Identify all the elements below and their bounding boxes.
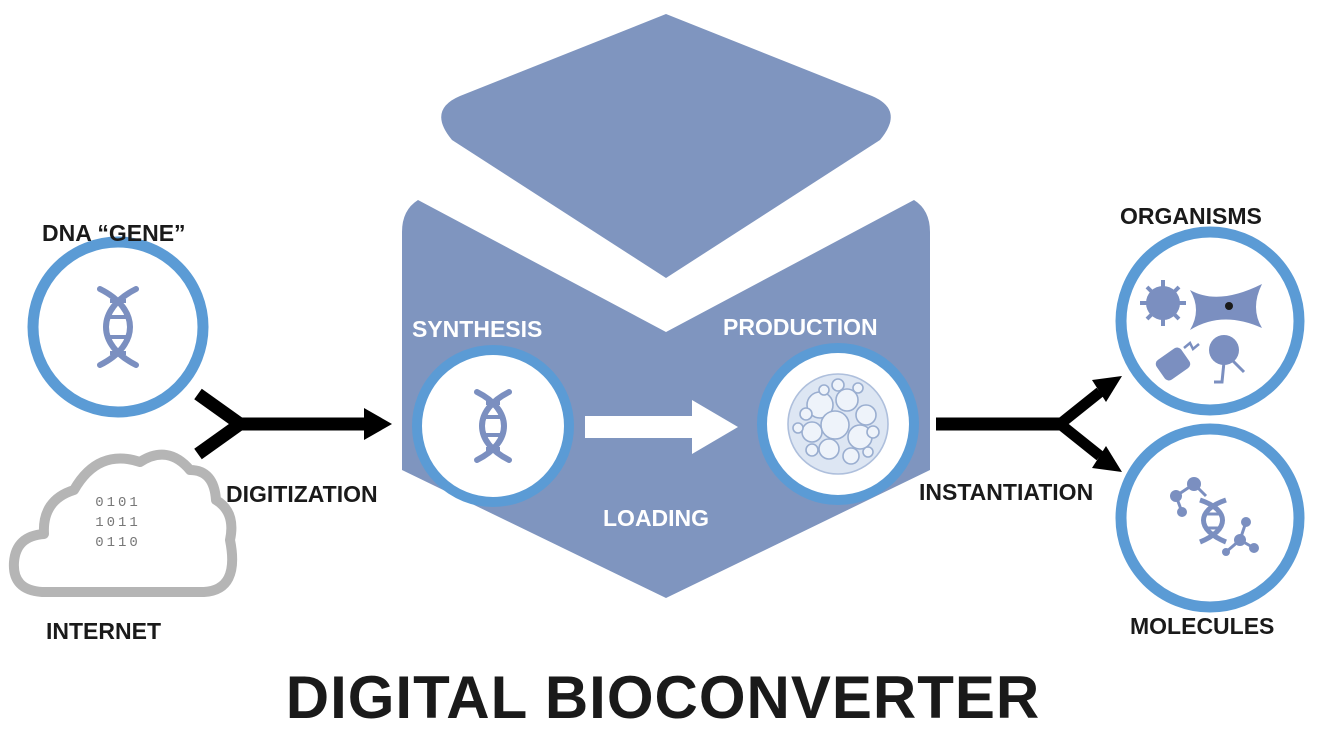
- organisms-node: [1115, 226, 1305, 416]
- loading-label: LOADING: [603, 505, 710, 531]
- dna-icon: [474, 389, 512, 463]
- cells-icon: [787, 373, 889, 475]
- organisms-label: ORGANISMS: [1120, 203, 1262, 229]
- instantiation-arrow: [936, 376, 1122, 472]
- synthesis-label: SYNTHESIS: [412, 316, 543, 342]
- converter-body: [402, 200, 930, 598]
- loading-arrow: [585, 400, 738, 454]
- binary-line-3: 0110: [95, 535, 141, 551]
- cloud-icon: [8, 449, 238, 597]
- binary-line-2: 1011: [95, 515, 141, 531]
- molecules-node: [1115, 423, 1305, 613]
- internet-label: INTERNET: [46, 618, 161, 644]
- organisms-icon: [1140, 280, 1262, 384]
- molecules-label: MOLECULES: [1130, 613, 1275, 639]
- production-label: PRODUCTION: [723, 314, 878, 340]
- converter-lid: [441, 14, 891, 278]
- synthesis-node: [412, 345, 574, 507]
- production-node: [757, 343, 919, 505]
- digitization-arrow: [194, 388, 392, 460]
- dna-gene-node: [27, 236, 209, 418]
- diagram-title: DIGITAL BIOCONVERTER: [285, 664, 1041, 731]
- dna-gene-label: DNA “GENE”: [42, 220, 186, 246]
- molecules-icon: [1170, 477, 1259, 556]
- binary-line-1: 0101: [95, 495, 141, 511]
- digitization-label: DIGITIZATION: [226, 481, 378, 507]
- internet-cloud: 0101 1011 0110: [8, 449, 238, 597]
- instantiation-label: INSTANTIATION: [919, 479, 1094, 505]
- dna-icon: [97, 286, 139, 368]
